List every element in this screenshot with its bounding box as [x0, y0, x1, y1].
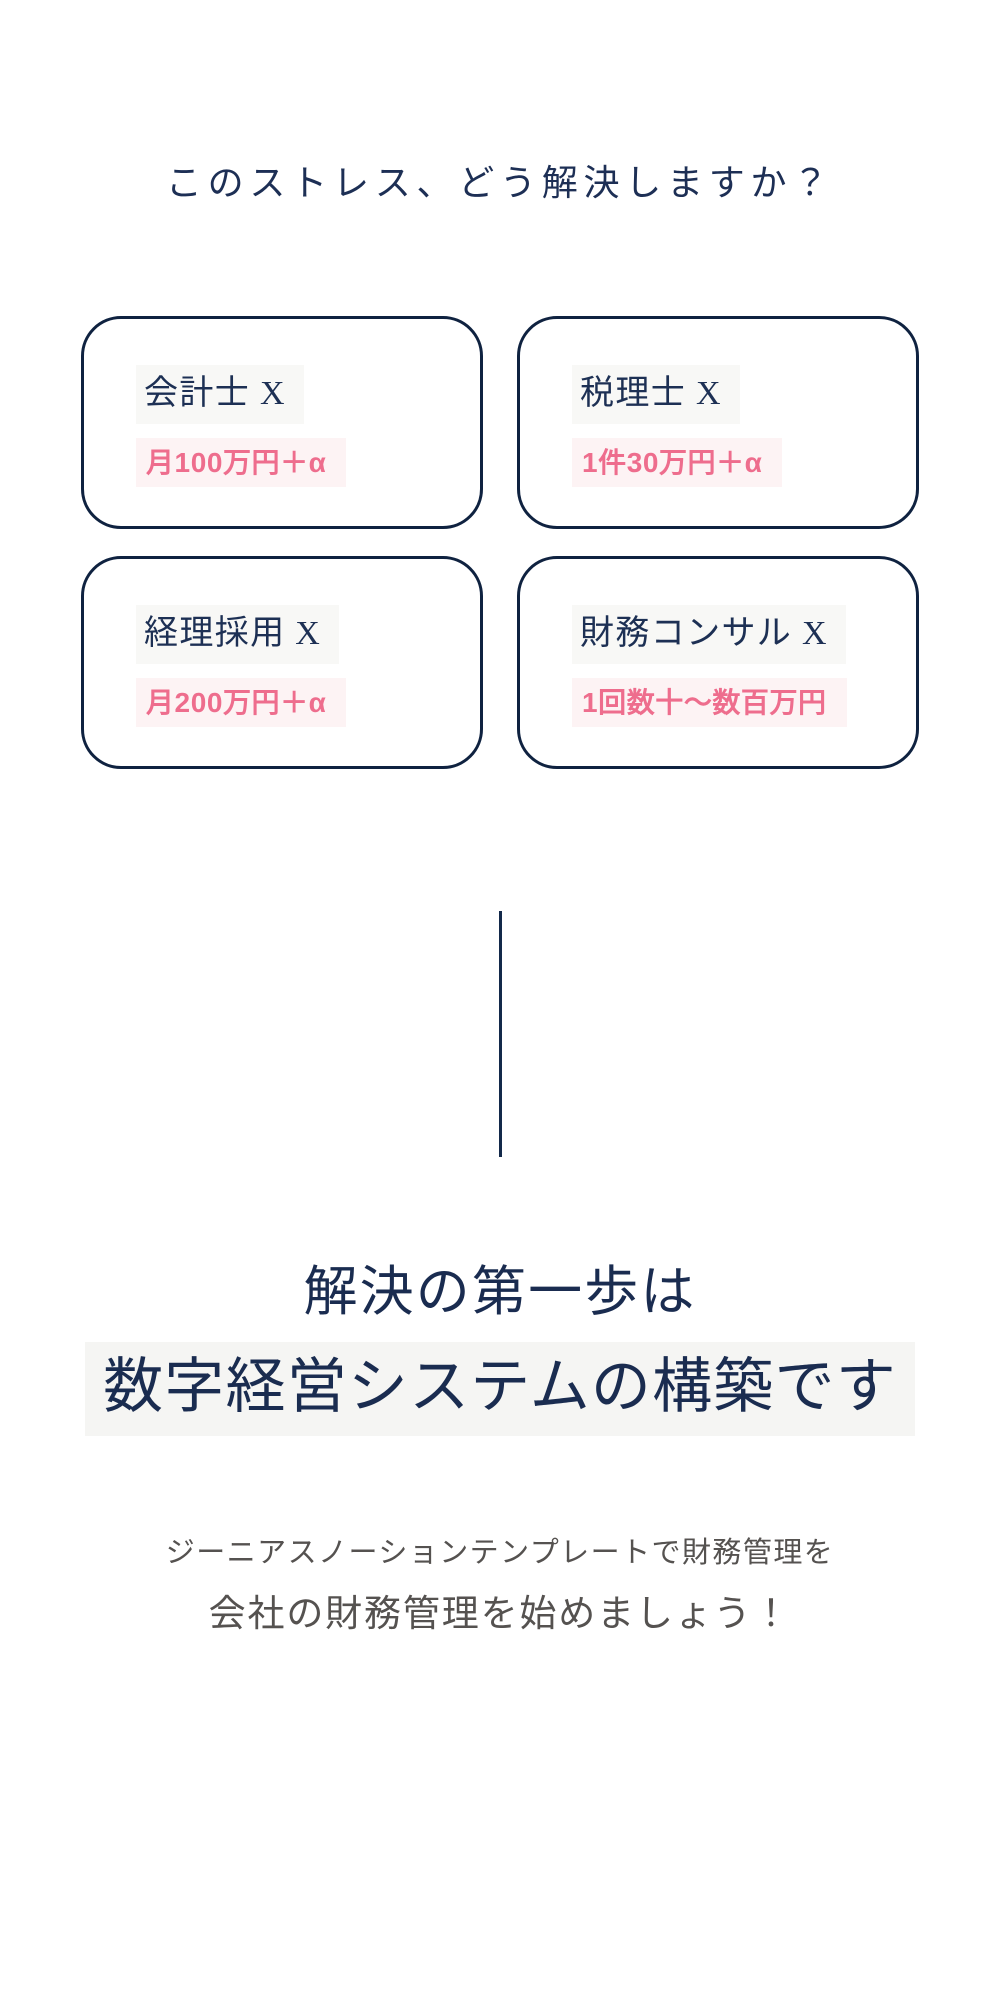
solution-heading-line2: 数字経営システムの構築です [0, 1341, 1000, 1436]
card-price: 月200万円＋α [136, 677, 460, 728]
card-accounting-hire: 経理採用 X 月200万円＋α [81, 556, 483, 770]
card-tax-advisor: 税理士 X 1件30万円＋α [517, 316, 919, 530]
card-price: 月100万円＋α [136, 437, 460, 488]
card-finance-consultant: 財務コンサル X 1回数十〜数百万円 [517, 556, 919, 770]
solution-heading-line1: 解決の第一歩は [303, 1262, 697, 1323]
page-title: このストレス、どう解決しますか？ [165, 163, 835, 203]
card-price: 1件30万円＋α [572, 437, 896, 488]
card-title: 財務コンサル X [572, 605, 846, 664]
card-title: 税理士 X [572, 365, 740, 424]
card-price: 1回数十〜数百万円 [572, 677, 896, 728]
solution-subtitle-1: ジーニアスノーションテンプレートで財務管理を [165, 1536, 835, 1569]
card-title: 会計士 X [136, 365, 304, 424]
solution-heading-highlight: 数字経営システムの構築です [85, 1341, 915, 1436]
card-title: 経理採用 X [136, 605, 340, 664]
stress-card-grid: 会計士 X 月100万円＋α 税理士 X 1件30万円＋α 経理採用 X 月20… [81, 316, 919, 770]
card-accountant: 会計士 X 月100万円＋α [81, 316, 483, 530]
solution-subtitle-2: 会社の財務管理を始めましょう！ [208, 1594, 792, 1636]
vertical-divider-line [498, 911, 502, 1158]
